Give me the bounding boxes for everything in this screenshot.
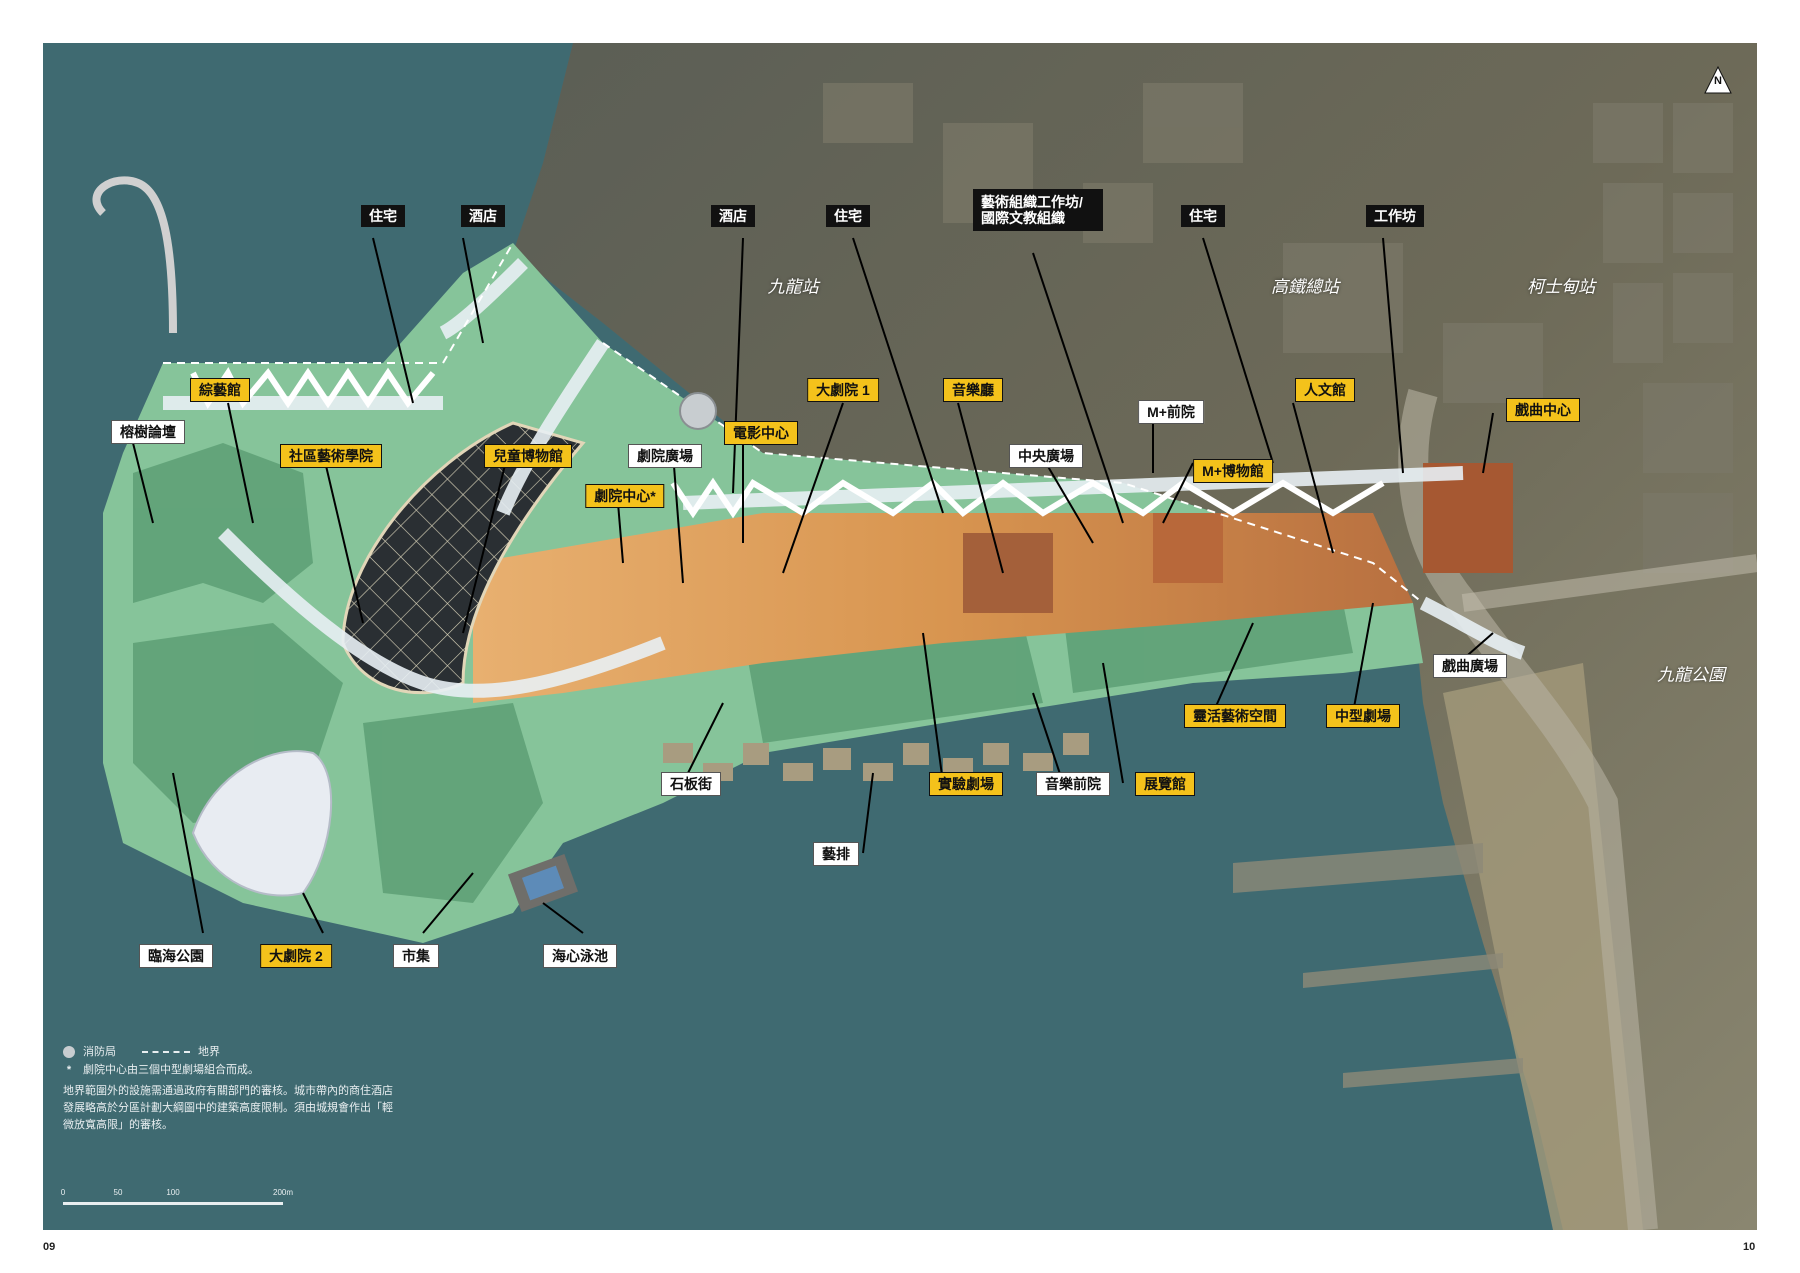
scale-tick-100: 100 xyxy=(166,1188,180,1197)
label-exhibition-hall[interactable]: 展覽館 xyxy=(1135,772,1195,796)
label-residential-3[interactable]: 住宅 xyxy=(1181,205,1225,227)
fire-station-dot xyxy=(679,392,717,430)
label-arts-workshop[interactable]: 藝術組織工作坊/ 國際文教組織 xyxy=(973,189,1103,231)
label-banyan-forum[interactable]: 榕樹論壇 xyxy=(111,420,185,444)
label-theatre-plaza[interactable]: 劇院廣場 xyxy=(628,444,702,468)
label-market[interactable]: 市集 xyxy=(393,944,439,968)
scale-tick-50: 50 xyxy=(113,1188,123,1197)
label-mega-arts[interactable]: 綜藝館 xyxy=(190,378,250,402)
label-waterfront-park[interactable]: 臨海公園 xyxy=(139,944,213,968)
label-grand-theatre-2[interactable]: 大劇院 2 xyxy=(260,944,332,968)
label-m-plus-museum[interactable]: M+博物館 xyxy=(1193,459,1273,483)
zigzag-walkway-west xyxy=(190,367,436,409)
label-xiqu-centre[interactable]: 戲曲中心 xyxy=(1506,398,1580,422)
legend: 消防局 地界 * 劇院中心由三個中型劇場組合而成。 地界範圍外的設施需通過政府有… xyxy=(63,1043,393,1134)
page-number-right: 10 xyxy=(1743,1241,1756,1253)
fire-station-legend-icon xyxy=(63,1046,75,1058)
xiqu-building xyxy=(1423,463,1513,573)
station-express-rail: 高鐵總站 xyxy=(1271,277,1339,297)
m-plus-building xyxy=(1153,513,1223,583)
label-grand-theatre-1[interactable]: 大劇院 1 xyxy=(807,378,879,402)
label-experimental-theatre[interactable]: 實驗劇場 xyxy=(929,772,1003,796)
label-hotel-1[interactable]: 酒店 xyxy=(461,205,505,227)
map-base xyxy=(43,43,1757,1230)
legend-row-fire-boundary: 消防局 地界 xyxy=(63,1043,393,1061)
label-xiqu-plaza[interactable]: 戲曲廣場 xyxy=(1433,654,1507,678)
label-concert-hall[interactable]: 音樂廳 xyxy=(943,378,1003,402)
scale-bar-line xyxy=(63,1202,283,1205)
north-arrow: N xyxy=(1703,65,1733,95)
station-austin: 柯士甸站 xyxy=(1527,277,1595,297)
label-residential-1[interactable]: 住宅 xyxy=(361,205,405,227)
north-letter: N xyxy=(1714,75,1722,87)
legend-theatre-note: 劇院中心由三個中型劇場組合而成。 xyxy=(83,1063,259,1076)
legend-row-theatre: * 劇院中心由三個中型劇場組合而成。 xyxy=(63,1061,393,1079)
label-humanities-hall[interactable]: 人文館 xyxy=(1295,378,1355,402)
art-rafts xyxy=(663,733,1089,781)
label-central-plaza[interactable]: 中央廣場 xyxy=(1009,444,1083,468)
boundary-legend-icon xyxy=(142,1051,190,1053)
masterplan-map: N 九龍站 高鐵總站 柯士甸站 九龍公園 住宅 酒店 酒店 住宅 藝術組織工作坊… xyxy=(43,43,1757,1230)
breakwater xyxy=(92,176,177,334)
scale-tick-0: 0 xyxy=(60,1188,66,1197)
label-theatre-centre[interactable]: 劇院中心* xyxy=(585,484,665,508)
legend-asterisk: * xyxy=(66,1063,72,1076)
label-community-arts[interactable]: 社區藝術學院 xyxy=(280,444,382,468)
scale-bar: 0 50 100 200m xyxy=(60,1188,293,1218)
grid-canopy xyxy=(341,421,586,695)
label-hotel-2[interactable]: 酒店 xyxy=(711,205,755,227)
label-concert-forecourt[interactable]: 音樂前院 xyxy=(1036,772,1110,796)
leader-lines xyxy=(132,237,1494,934)
station-kowloon-park: 九龍公園 xyxy=(1657,665,1725,685)
grand-theatre-2-shell xyxy=(191,750,333,897)
station-kowloon: 九龍站 xyxy=(767,277,819,297)
zigzag-walkway-east xyxy=(670,477,1385,519)
label-medium-theatre[interactable]: 中型劇場 xyxy=(1326,704,1400,728)
north-arrow-icon xyxy=(1704,65,1732,94)
legend-fire-station: 消防局 xyxy=(83,1045,116,1058)
scale-tick-200: 200m xyxy=(272,1188,294,1197)
label-flexible-space[interactable]: 靈活藝術空間 xyxy=(1184,704,1286,728)
legend-boundary: 地界 xyxy=(198,1045,220,1058)
page-number-left: 09 xyxy=(43,1241,56,1253)
legend-note: 地界範圍外的設施需通過政府有關部門的審核。城市帶內的商住酒店發展略高於分區計劃大… xyxy=(63,1085,393,1131)
label-art-rafts[interactable]: 藝排 xyxy=(813,842,859,866)
label-arts-workshop-text: 藝術組織工作坊/ 國際文教組織 xyxy=(981,194,1083,226)
label-childrens-museum[interactable]: 兒童博物館 xyxy=(484,444,572,468)
label-stone-street[interactable]: 石板街 xyxy=(661,772,721,796)
label-workshop[interactable]: 工作坊 xyxy=(1366,205,1424,227)
concert-hall-building xyxy=(963,533,1053,613)
label-harbour-pool[interactable]: 海心泳池 xyxy=(543,944,617,968)
label-m-plus-forecourt[interactable]: M+前院 xyxy=(1138,400,1204,424)
label-residential-2[interactable]: 住宅 xyxy=(826,205,870,227)
city-blocks xyxy=(823,83,1733,573)
label-film-centre[interactable]: 電影中心 xyxy=(724,421,798,445)
